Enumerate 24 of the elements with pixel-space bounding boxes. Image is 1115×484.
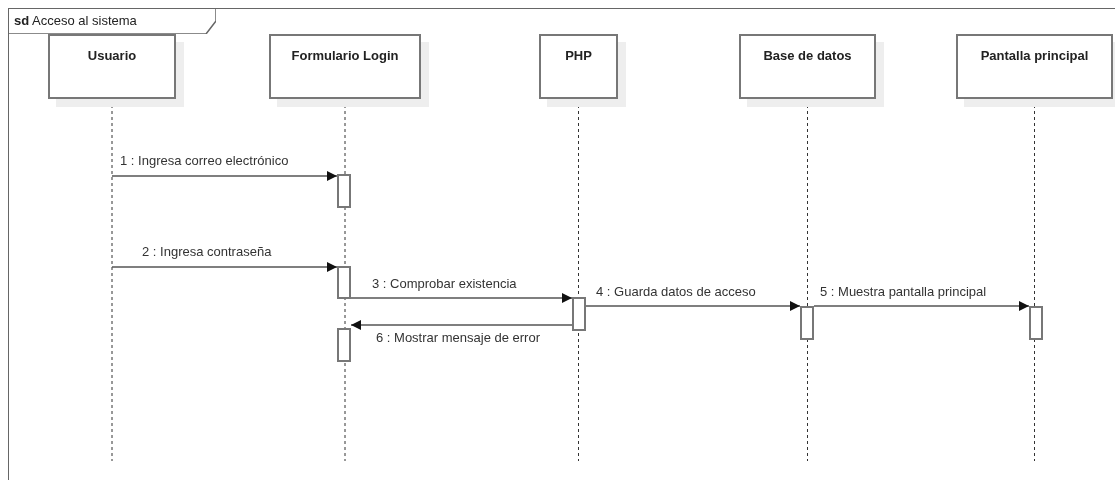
activation-bar — [337, 266, 351, 299]
message-arrow — [111, 262, 338, 272]
participant-name: Usuario — [87, 48, 137, 65]
frame-title: sd Acceso al sistema — [14, 13, 137, 28]
message-arrow — [813, 301, 1030, 311]
edge-label: 6 : Mostrar mensaje de error — [375, 330, 541, 346]
participant-name: PHP — [565, 48, 592, 65]
edge-label: 5 : Muestra pantalla principal — [819, 284, 988, 300]
edge-label: 3 : Comprobar existencia — [371, 276, 518, 292]
activation-bar — [337, 174, 351, 208]
participant-name: Pantalla principal — [980, 48, 1089, 65]
activation-bar — [572, 297, 586, 331]
edge-label: 2 : Ingresa contraseña — [141, 244, 273, 260]
participant-name: Formulario Login — [291, 48, 399, 65]
message-arrow — [350, 293, 573, 303]
message-arrow — [350, 320, 573, 330]
frame-border — [8, 8, 1115, 480]
participant-name: Base de datos — [763, 48, 852, 65]
edge-label: 1 : Ingresa correo electrónico — [119, 153, 290, 169]
message-arrow — [111, 171, 338, 181]
activation-bar — [1029, 306, 1043, 340]
activation-bar — [800, 306, 814, 340]
message-arrow — [585, 301, 801, 311]
activation-bar — [337, 328, 351, 362]
